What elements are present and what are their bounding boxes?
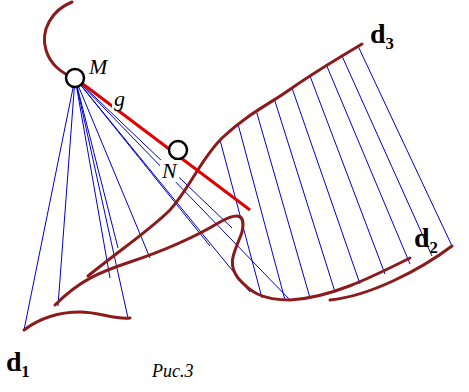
- directrix-curves: [24, 2, 452, 330]
- point-label: N: [160, 160, 179, 182]
- line-g: [75, 78, 250, 210]
- line-label: g: [112, 88, 127, 110]
- figure-caption: Рис.3: [150, 362, 195, 380]
- directrix-label: d₁: [4, 348, 32, 376]
- point-label: M: [87, 56, 109, 78]
- directrix-label: d₃: [368, 20, 396, 48]
- point-N: [169, 141, 187, 159]
- ruling-lines: [24, 46, 452, 330]
- point-M: [66, 69, 84, 87]
- directrix-label: d₂: [412, 224, 440, 252]
